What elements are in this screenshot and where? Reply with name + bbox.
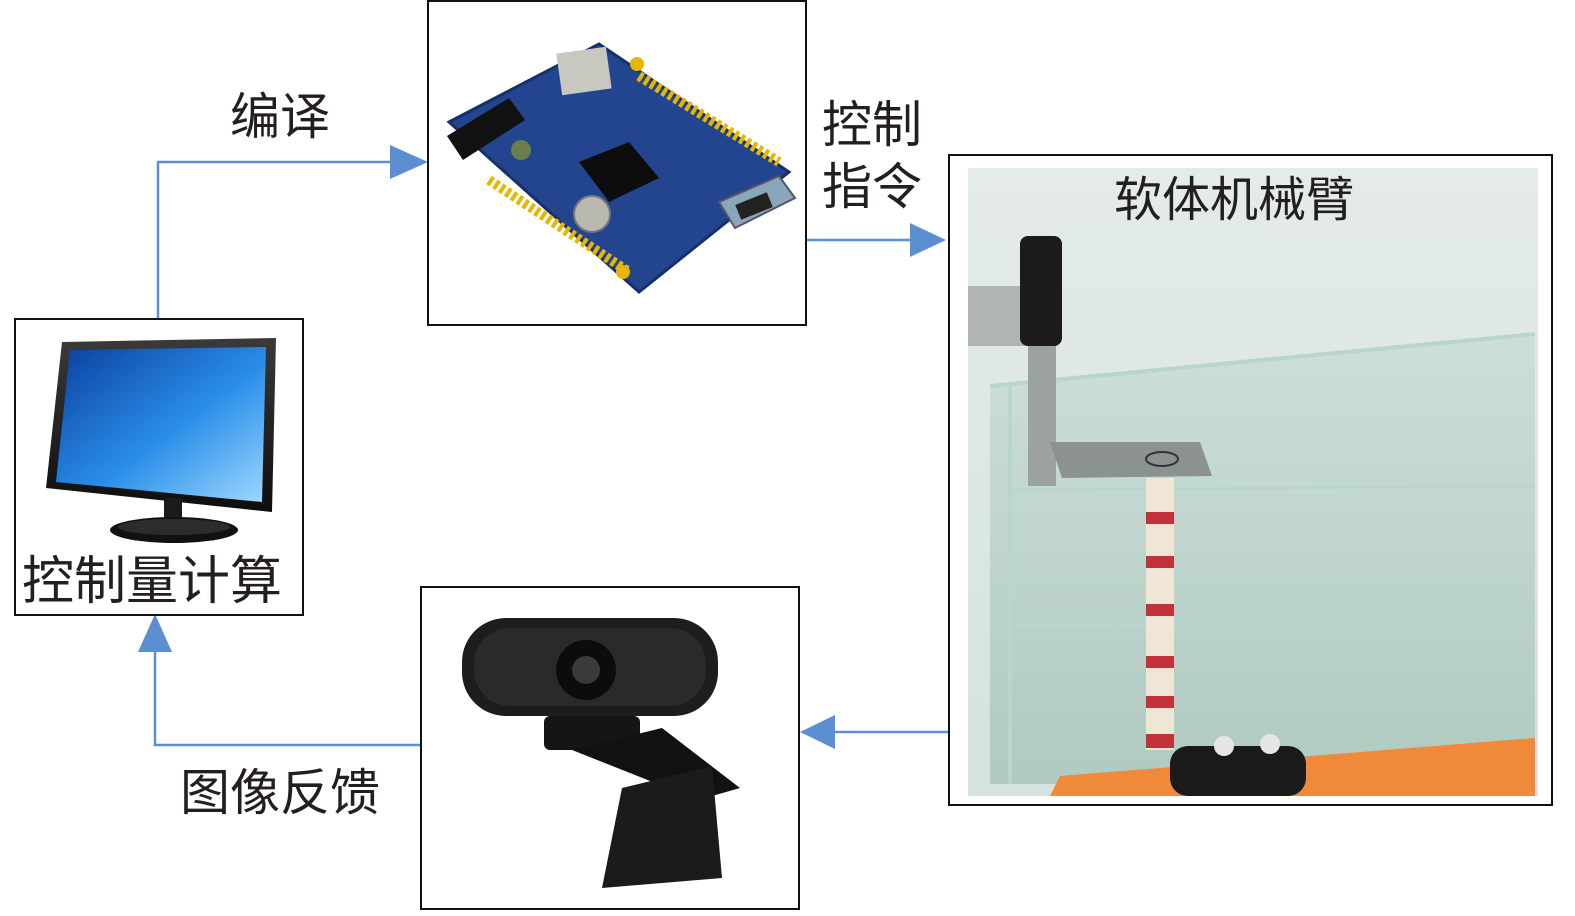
- command-label-line2: 指令: [822, 158, 922, 216]
- feedback-arrowhead: [138, 614, 172, 652]
- board-node: [427, 0, 807, 326]
- webcam-icon: [462, 618, 740, 888]
- feedback-arrow: [153, 640, 420, 747]
- command-arrowhead: [910, 223, 946, 257]
- capture-arrowhead: [800, 715, 835, 749]
- compile-label: 编译: [230, 88, 330, 146]
- camera-node: [420, 586, 800, 910]
- monitor-icon: [46, 338, 276, 543]
- soft-arm-photo: [968, 168, 1538, 796]
- feedback-label: 图像反馈: [180, 764, 380, 822]
- controller-node: 控制量计算: [14, 318, 304, 616]
- arm-label: 软体机械臂: [1114, 172, 1355, 228]
- compile-arrowhead: [390, 145, 428, 179]
- arm-node: 软体机械臂: [948, 154, 1553, 806]
- circuit-board-icon: [446, 42, 797, 294]
- compile-arrow: [156, 160, 410, 318]
- controller-label: 控制量计算: [22, 552, 283, 612]
- command-label-line1: 控制: [822, 96, 922, 154]
